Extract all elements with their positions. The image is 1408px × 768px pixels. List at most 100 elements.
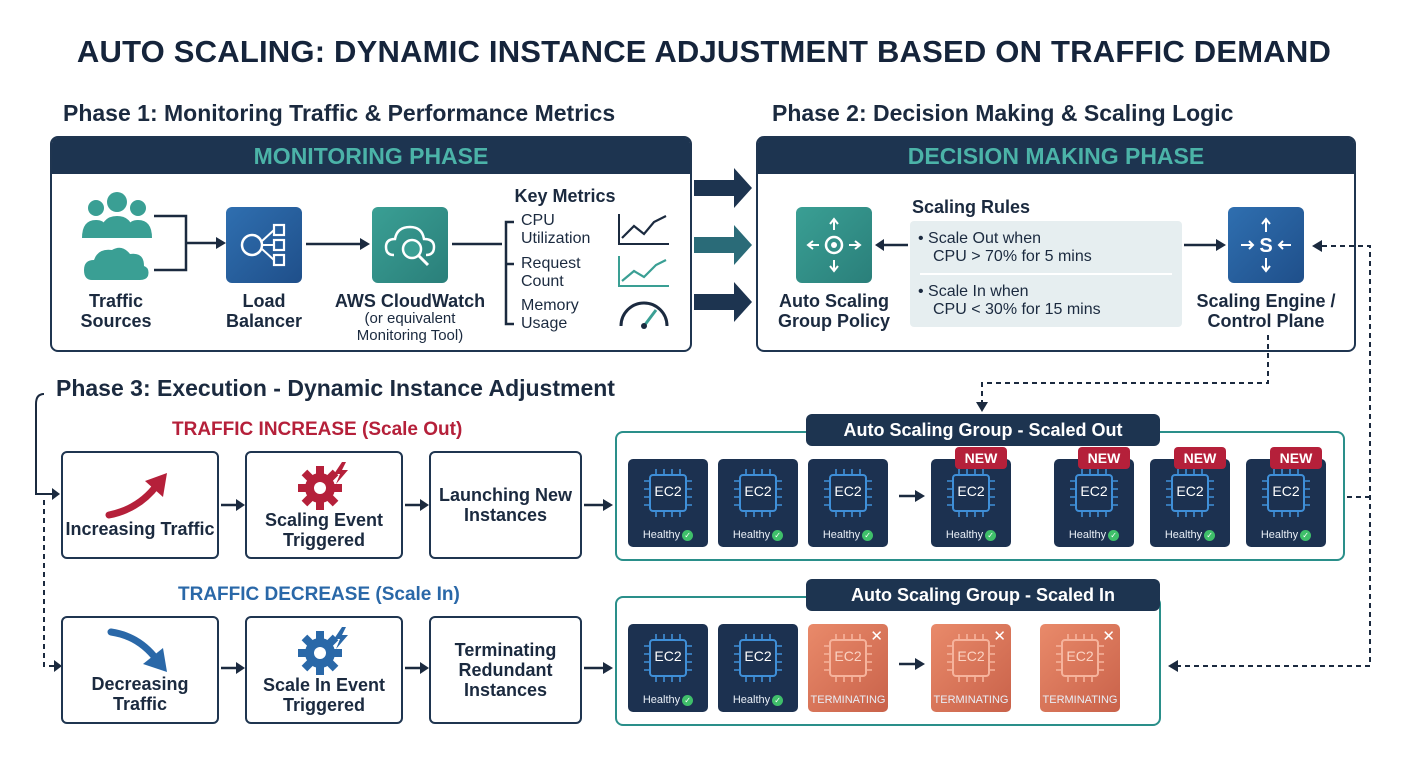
- page-title: AUTO SCALING: DYNAMIC INSTANCE ADJUSTMEN…: [76, 34, 1332, 69]
- monitoring-panel-title: MONITORING PHASE: [52, 138, 690, 174]
- scaled-in-ec2-instance-2: EC2 ✕ TERMINATING: [808, 624, 888, 712]
- metrics-title: Key Metrics: [514, 186, 616, 206]
- decision-panel-title: DECISION MAKING PHASE: [758, 138, 1354, 174]
- instance-status-healthy: Healthy✓: [1150, 529, 1230, 541]
- engine-tile: S: [1228, 207, 1304, 283]
- lb-to-cloudwatch-arrow: [306, 238, 370, 250]
- new-badge: NEW: [955, 447, 1007, 469]
- healthy-label: Healthy: [822, 529, 861, 541]
- scaling-event-label: Scaling Event Triggered: [264, 510, 384, 550]
- launching-instances-label: Launching New Instances: [438, 485, 572, 525]
- rule-scale-in-line1: • Scale In when: [918, 283, 1029, 300]
- memory-gauge-icon: [619, 301, 669, 329]
- scale-in-event-label: Scale In Event Triggered: [262, 675, 386, 715]
- step-arrows: [221, 499, 613, 674]
- close-icon: ✕: [870, 628, 883, 645]
- phase1-heading: Phase 1: Monitoring Traffic & Performanc…: [63, 100, 616, 126]
- healthy-label: Healthy: [1068, 529, 1107, 541]
- ec2-name: EC2: [1066, 648, 1094, 664]
- healthy-label: Healthy: [642, 694, 681, 706]
- phase-transition-arrows: [694, 168, 752, 322]
- ec2-name: EC2: [744, 483, 772, 499]
- launching-instances-box: Launching New Instances: [429, 451, 582, 559]
- check-icon: ✓: [1204, 529, 1216, 541]
- ec2-name: EC2: [834, 648, 862, 664]
- rule-scale-in-line2: CPU < 30% for 15 mins: [933, 301, 1101, 318]
- request-chart-icon: [618, 256, 669, 287]
- load-balancer-icon: [240, 223, 286, 267]
- ec2-name: EC2: [654, 648, 682, 664]
- asg-scaled-out-title: Auto Scaling Group - Scaled Out: [806, 414, 1160, 446]
- gear-alert-icon: [298, 462, 348, 510]
- instance-status-healthy: Healthy✓: [718, 694, 798, 706]
- healthy-label: Healthy: [1164, 529, 1203, 541]
- instance-status-healthy: Healthy✓: [1054, 529, 1134, 541]
- cloudwatch-icon: [384, 225, 436, 267]
- metric-cpu: CPU Utilization: [521, 212, 591, 247]
- ec2-name: EC2: [654, 483, 682, 499]
- healthy-label: Healthy: [1260, 529, 1299, 541]
- new-badge: NEW: [1174, 447, 1226, 469]
- instance-status-terminating: TERMINATING: [810, 694, 886, 706]
- healthy-label: Healthy: [732, 529, 771, 541]
- check-icon: ✓: [1300, 529, 1312, 541]
- healthy-label: Healthy: [642, 529, 681, 541]
- scaled-in-ec2-instance-3: EC2 ✕ TERMINATING: [931, 624, 1011, 712]
- check-icon: ✓: [772, 694, 784, 706]
- rule-scale-out-line1: • Scale Out when: [918, 230, 1041, 247]
- check-icon: ✓: [772, 529, 784, 541]
- scaled-in-ec2-instance-4: EC2✕TERMINATING: [1040, 624, 1120, 712]
- phase3-heading: Phase 3: Execution - Dynamic Instance Ad…: [56, 375, 615, 401]
- close-icon: ✕: [1102, 628, 1115, 645]
- terminating-instances-label: Terminating Redundant Instances: [454, 640, 557, 700]
- ec2-name: EC2: [957, 648, 985, 664]
- scaling-engine-icon: S: [1241, 217, 1291, 273]
- gear-arrows-icon: [806, 217, 862, 273]
- check-icon: ✓: [682, 694, 694, 706]
- cloudwatch-note: (or equivalent Monitoring Tool): [356, 310, 464, 344]
- scale-in-event-box: Scale In Event Triggered: [245, 616, 403, 724]
- instance-status-healthy: Healthy✓: [808, 529, 888, 541]
- sources-to-lb-connector: [154, 214, 226, 272]
- engine-label: Scaling Engine / Control Plane: [1196, 291, 1336, 331]
- cloudwatch-to-metrics-connector: [452, 220, 514, 326]
- traffic-sources-label: Traffic Sources: [80, 291, 152, 331]
- check-icon: ✓: [682, 529, 694, 541]
- ec2-name: EC2: [1176, 483, 1204, 499]
- increasing-traffic-box: Increasing Traffic: [61, 451, 219, 559]
- traffic-decrease-title: TRAFFIC DECREASE (Scale In): [178, 584, 460, 605]
- policy-label: Auto Scaling Group Policy: [777, 291, 891, 331]
- check-icon: ✓: [985, 529, 997, 541]
- monitoring-panel: MONITORING PHASE: [50, 136, 692, 352]
- metric-request-count: Request Count: [521, 255, 581, 290]
- instance-status-terminating: TERMINATING: [933, 694, 1009, 706]
- healthy-label: Healthy: [945, 529, 984, 541]
- rules-to-policy-arrow: [875, 239, 908, 251]
- scale-out-arrow: [899, 490, 925, 502]
- check-icon: ✓: [1108, 529, 1120, 541]
- scaling-event-box: Scaling Event Triggered: [245, 451, 403, 559]
- rules-divider: [920, 273, 1172, 275]
- instance-status-healthy: Healthy✓: [1246, 529, 1326, 541]
- instance-status-healthy: Healthy✓: [718, 529, 798, 541]
- check-icon: ✓: [862, 529, 874, 541]
- ec2-name: EC2: [1080, 483, 1108, 499]
- instance-status-healthy: Healthy✓: [931, 529, 1011, 541]
- gear-alert-blue-icon: [298, 627, 348, 675]
- policy-tile: [796, 207, 872, 283]
- instance-status-healthy: Healthy✓: [628, 694, 708, 706]
- load-balancer-tile: [226, 207, 302, 283]
- healthy-label: Healthy: [732, 694, 771, 706]
- decreasing-traffic-label: Decreasing Traffic: [91, 674, 189, 714]
- close-icon: ✕: [993, 628, 1006, 645]
- scale-in-arrow: [899, 658, 925, 670]
- load-balancer-label: Load Balancer: [225, 291, 303, 331]
- scaling-rules-title: Scaling Rules: [911, 197, 1031, 217]
- phase2-heading: Phase 2: Decision Making & Scaling Logic: [772, 100, 1234, 126]
